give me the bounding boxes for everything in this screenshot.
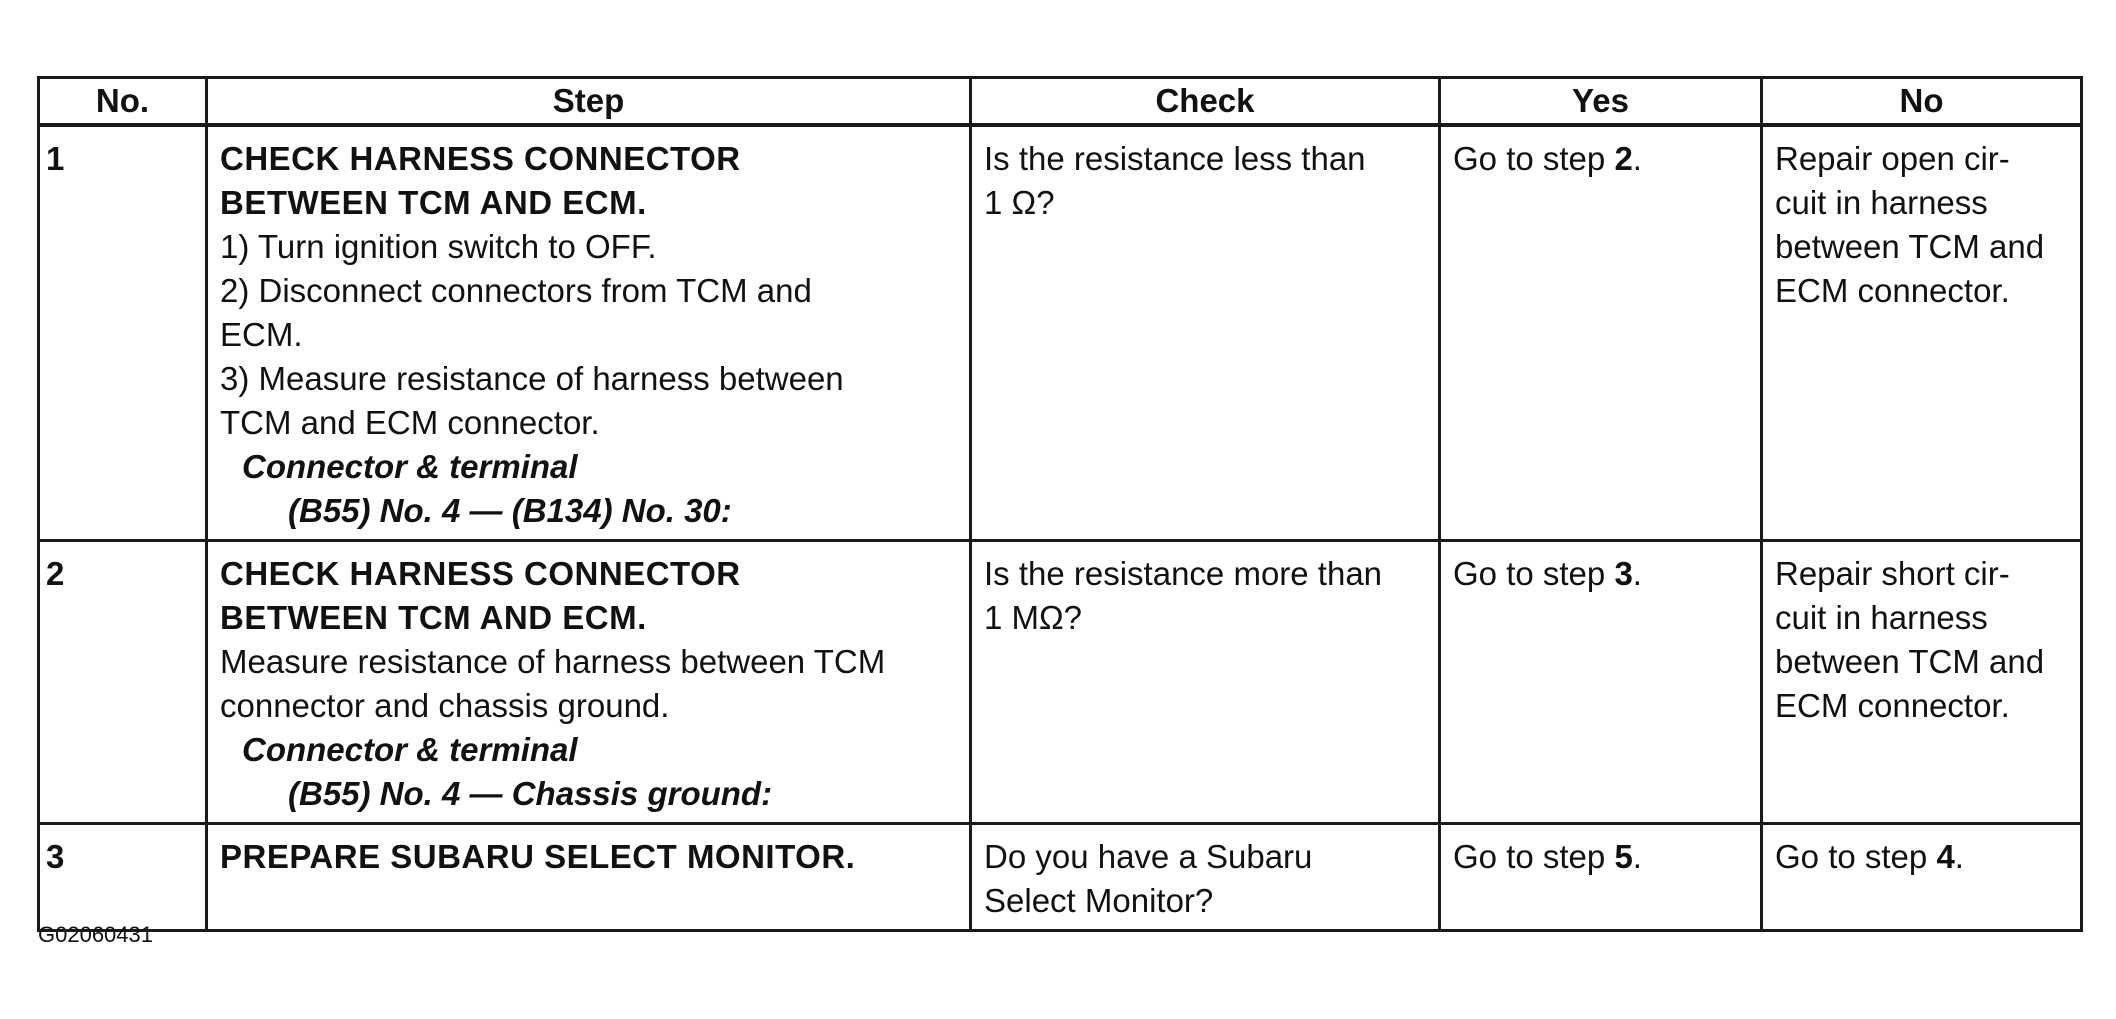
- step-body-line: 3) Measure resistance of harness between: [220, 360, 844, 397]
- no-cell: Go to step 4.: [1760, 822, 2083, 932]
- yes-prefix: Go to step: [1453, 838, 1615, 875]
- connector-terminal-value: (B55) No. 4 — Chassis ground:: [288, 775, 773, 812]
- step-cell: PREPARE SUBARU SELECT MONITOR.: [205, 822, 972, 932]
- yes-suffix: .: [1632, 555, 1642, 592]
- yes-suffix: .: [1632, 140, 1642, 177]
- header-row: No. Step Check Yes No: [37, 76, 2083, 127]
- header-no: No.: [37, 76, 208, 127]
- no-prefix: Go to step: [1775, 838, 1937, 875]
- no-line: cuit in harness: [1775, 184, 1988, 221]
- diagnostic-table: No. Step Check Yes No 1 CHECK HARNESS CO…: [37, 76, 2083, 932]
- check-cell: Do you have a Subaru Select Monitor?: [969, 822, 1441, 932]
- step-body-line: Measure resistance of harness between TC…: [220, 643, 886, 680]
- step-body-line: ECM.: [220, 316, 303, 353]
- yes-cell: Go to step 3.: [1438, 539, 1763, 825]
- check-line: 1 Ω?: [984, 184, 1055, 221]
- step-number: 2: [37, 539, 208, 825]
- no-line: ECM connector.: [1775, 687, 2010, 724]
- yes-cell: Go to step 2.: [1438, 123, 1763, 542]
- connector-heading: Connector & terminal: [242, 448, 578, 485]
- check-line: Is the resistance less than: [984, 140, 1366, 177]
- no-suffix: .: [1954, 838, 1964, 875]
- step-body-line: connector and chassis ground.: [220, 687, 670, 724]
- table-row: 3 PREPARE SUBARU SELECT MONITOR. Do you …: [37, 822, 2083, 932]
- table-row: 2 CHECK HARNESS CONNECTOR BETWEEN TCM AN…: [37, 539, 2083, 825]
- no-cell: Repair open cir- cuit in harness between…: [1760, 123, 2083, 542]
- header-no-result: No: [1760, 76, 2083, 127]
- no-line: ECM connector.: [1775, 272, 2010, 309]
- step-title-line: PREPARE SUBARU SELECT MONITOR.: [220, 838, 856, 875]
- check-line: 1 MΩ?: [984, 599, 1083, 636]
- step-title-line: BETWEEN TCM AND ECM.: [220, 184, 647, 221]
- no-line: Repair open cir-: [1775, 140, 2010, 177]
- no-step-number: 4: [1936, 838, 1955, 875]
- yes-step-number: 3: [1614, 555, 1633, 592]
- yes-step-number: 2: [1614, 140, 1633, 177]
- header-yes: Yes: [1438, 76, 1763, 127]
- no-line: cuit in harness: [1775, 599, 1988, 636]
- step-body-line: TCM and ECM connector.: [220, 404, 600, 441]
- check-cell: Is the resistance less than 1 Ω?: [969, 123, 1441, 542]
- step-title-line: CHECK HARNESS CONNECTOR: [220, 555, 741, 592]
- step-body-line: 2) Disconnect connectors from TCM and: [220, 272, 812, 309]
- step-number: 1: [37, 123, 208, 542]
- connector-terminal-value: (B55) No. 4 — (B134) No. 30:: [288, 492, 732, 529]
- check-cell: Is the resistance more than 1 MΩ?: [969, 539, 1441, 825]
- yes-step-number: 5: [1614, 838, 1633, 875]
- no-line: between TCM and: [1775, 643, 2045, 680]
- header-step: Step: [205, 76, 972, 127]
- yes-prefix: Go to step: [1453, 555, 1615, 592]
- step-title-line: BETWEEN TCM AND ECM.: [220, 599, 647, 636]
- yes-prefix: Go to step: [1453, 140, 1615, 177]
- yes-cell: Go to step 5.: [1438, 822, 1763, 932]
- no-line: between TCM and: [1775, 228, 2045, 265]
- step-cell: CHECK HARNESS CONNECTOR BETWEEN TCM AND …: [205, 539, 972, 825]
- no-line: Repair short cir-: [1775, 555, 2010, 592]
- step-number: 3: [37, 822, 208, 932]
- step-title-line: CHECK HARNESS CONNECTOR: [220, 140, 741, 177]
- header-check: Check: [969, 76, 1441, 127]
- check-line: Do you have a Subaru: [984, 838, 1313, 875]
- table-row: 1 CHECK HARNESS CONNECTOR BETWEEN TCM AN…: [37, 123, 2083, 542]
- connector-heading: Connector & terminal: [242, 731, 578, 768]
- check-line: Select Monitor?: [984, 882, 1214, 919]
- check-line: Is the resistance more than: [984, 555, 1383, 592]
- figure-id: G02060431: [38, 922, 153, 947]
- no-cell: Repair short cir- cuit in harness betwee…: [1760, 539, 2083, 825]
- step-cell: CHECK HARNESS CONNECTOR BETWEEN TCM AND …: [205, 123, 972, 542]
- step-body-line: 1) Turn ignition switch to OFF.: [220, 228, 657, 265]
- yes-suffix: .: [1632, 838, 1642, 875]
